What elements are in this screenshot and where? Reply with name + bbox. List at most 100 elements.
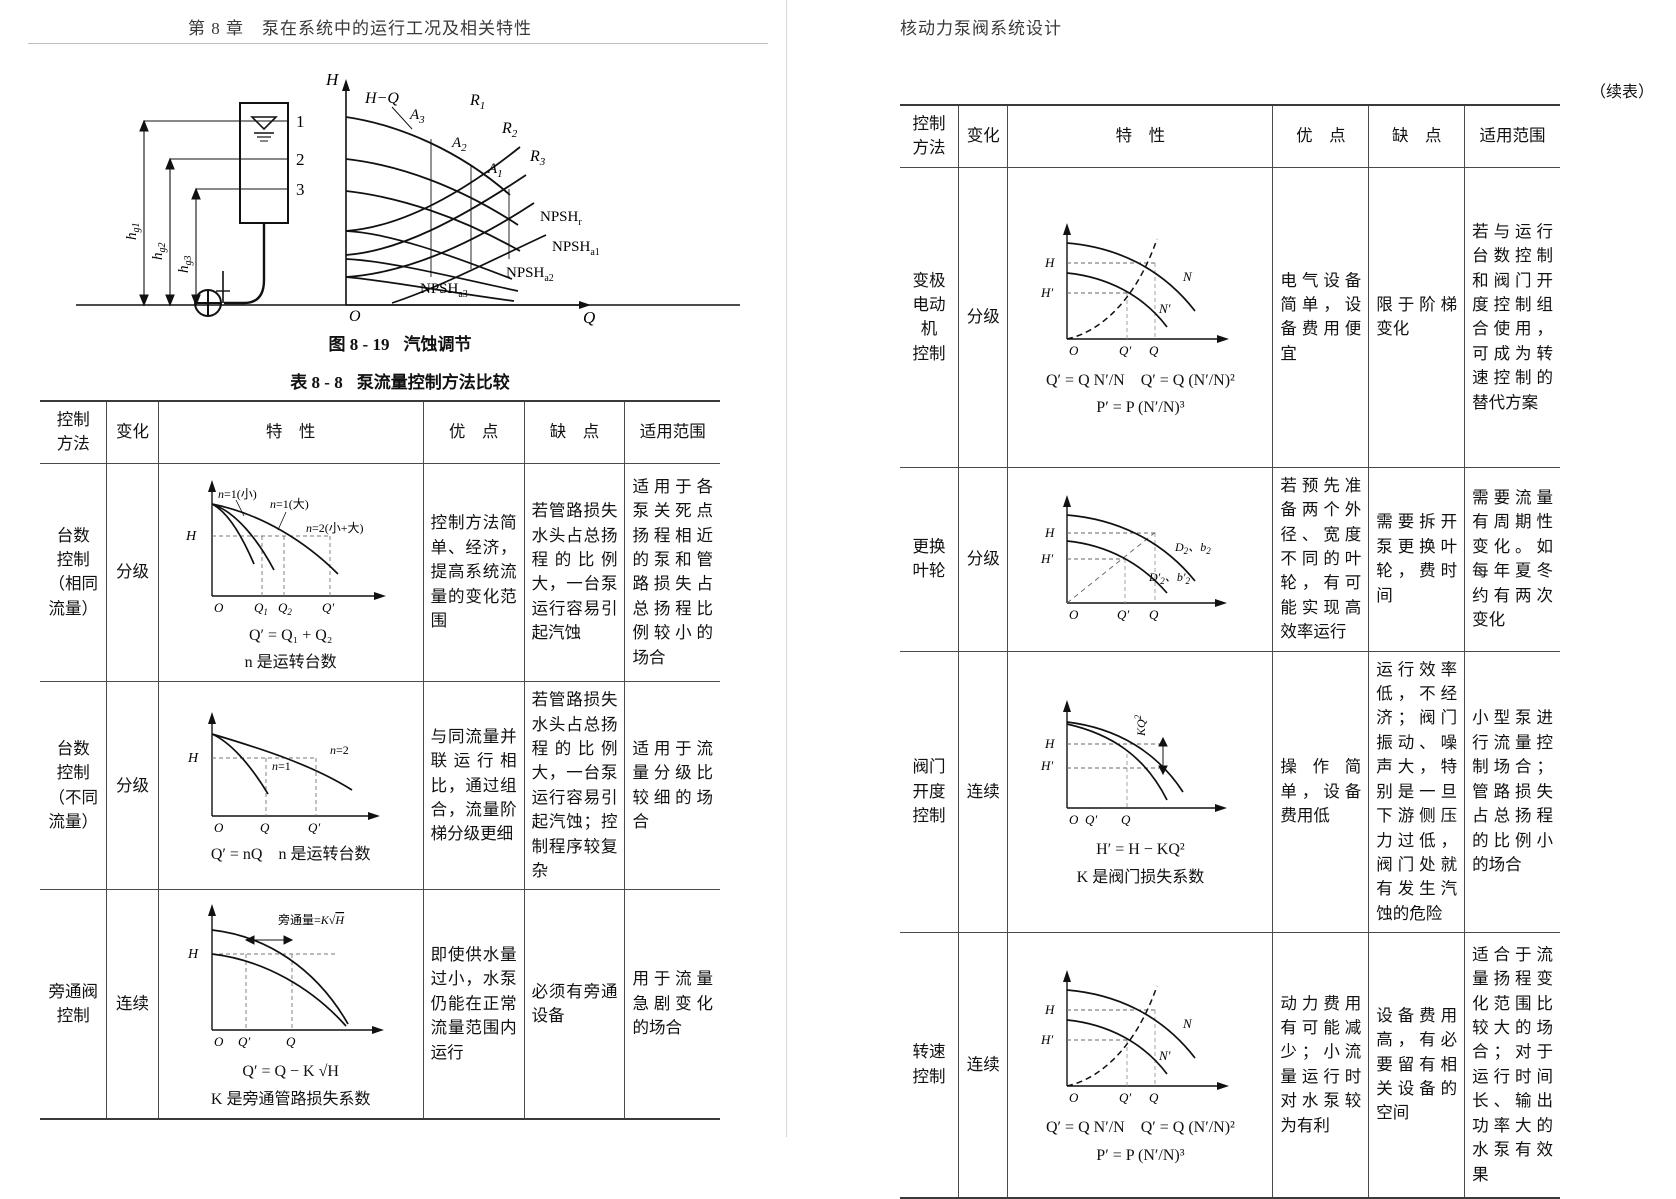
cell-scope: 需要流量有周期性变化。如每年夏冬约有两次变化 [1464, 466, 1560, 652]
header-method: 控制方法 [900, 103, 960, 168]
x-tick-Q: Q [286, 1034, 296, 1049]
figure-8-19: 1 2 3 hg1 hg2 hg3 [40, 55, 740, 330]
curve-label-N: N [1182, 1016, 1193, 1031]
cell-feature: O H H′ Q′ Q KQ2 H′ = H − KQ² [1007, 650, 1274, 934]
hg1-label: hg1 [124, 223, 142, 241]
cell-feature: O H Q1 Q2 Q′ n=1(小) n=1(大) n=2(小+大) [157, 462, 424, 683]
left-page: 第 8 章 泵在系统中的运行工况及相关特性 1 2 3 [0, 0, 800, 1137]
formula-power: P′ = P (N′/N)³ [1096, 1146, 1185, 1164]
chart-stage-count-diff-flow: O H Q Q′ n=1 n=2 [187, 712, 380, 835]
table-row: 旁通阀 控制 连续 O H Q′ Q [40, 889, 720, 1120]
cell-con: 若管路损失水头占总扬程的比例大，一台泵运行容易引起汽蚀 [523, 462, 626, 683]
figure-caption-title: 汽蚀调节 [403, 335, 472, 354]
header-feature: 特 性 [1007, 103, 1274, 168]
curve-label-n2: n=2 [330, 743, 349, 757]
right-page-header: 核动力泵阀系统设计 [900, 19, 1062, 38]
header-scope: 适用范围 [1464, 103, 1560, 168]
x-tick-Qp: Q′ [1119, 1090, 1131, 1105]
y-tick-H: H [1044, 255, 1055, 270]
cell-pro: 操作简单，设备费用低 [1272, 650, 1370, 934]
axis-x-label: Q [583, 308, 595, 327]
cell-change: 分级 [106, 681, 159, 891]
curve-label-N: N [1182, 269, 1193, 284]
x-tick-Q: Q [1149, 607, 1159, 622]
chart-pole-change-motor: O H H′ Q′ Q N N′ [1040, 222, 1230, 358]
header-change: 变化 [958, 103, 1009, 168]
r3-label: R3 [529, 148, 546, 168]
cell-change: 分级 [106, 462, 159, 683]
y-tick-Hp: H′ [1040, 551, 1053, 566]
tank-level-2: 2 [296, 150, 305, 169]
x-tick-Q: Q [1121, 812, 1131, 827]
cell-pro: 动力费用有可能减少；小流量运行时对水泵较为有利 [1272, 932, 1370, 1199]
tank-level-3: 3 [296, 180, 305, 199]
npsh-a1-label: NPSHa1 [552, 239, 600, 258]
formula-q-linear: Q′ = Q N′/N Q′ = Q (N′/N)² [1046, 371, 1235, 389]
x-tick-Q1: Q1 [254, 600, 268, 617]
cell-feature: O H H′ Q′ Q N N′ Q′ = Q N′/N Q′ = Q [1007, 932, 1274, 1199]
formula-1: Q′ = nQ n 是运转台数 [210, 846, 371, 864]
figure-caption-number: 图 8 - 19 [328, 335, 390, 354]
header-pro: 优 点 [1272, 103, 1370, 168]
table-caption-title: 泵流量控制方法比较 [356, 373, 510, 392]
right-page: 核动力泵阀系统设计 （续表） 控制方法 变化 特 性 优 点 缺 点 适用范围 … [860, 0, 1676, 1199]
origin-label: O [1069, 812, 1079, 827]
chart-impeller-replacement: O H H′ Q′ Q D2、b2 D′2、b′2 [1040, 495, 1228, 622]
header-method: 控制方法 [40, 399, 108, 464]
curve-label-n1: n=1 [272, 759, 291, 773]
table-row: 变极 电动机 控制 分级 O H H′ Q′ [900, 166, 1560, 468]
header-change: 变化 [106, 399, 159, 464]
x-tick-Qp: Q′ [238, 1034, 250, 1049]
header-con: 缺 点 [523, 399, 626, 464]
x-tick-Qp: Q′ [322, 600, 334, 615]
hq-curve-label: H−Q [364, 90, 399, 107]
curve-label-Np: N′ [1158, 301, 1171, 316]
curve-label-n2: n=2(小+大) [306, 521, 364, 535]
cell-change: 分级 [958, 166, 1009, 468]
cell-con: 限于阶梯变化 [1368, 166, 1466, 468]
x-tick-Qp: Q′ [1119, 343, 1131, 358]
left-page-header: 第 8 章 泵在系统中的运行工况及相关特性 [188, 19, 532, 38]
annotation-KQ2: KQ2 [1133, 715, 1148, 738]
cell-method: 变极 电动机 控制 [900, 166, 960, 468]
cell-con: 设备费用高，有必要留有相关设备的空间 [1368, 932, 1466, 1199]
cell-change: 分级 [958, 466, 1009, 652]
x-tick-Qp: Q′ [1085, 812, 1097, 827]
formula-1: Q′ = Q − K √H [242, 1063, 339, 1081]
cell-feature: O H Q′ Q 旁通量=K√H Q′ = Q − K √H K [157, 889, 424, 1120]
cell-scope: 小型泵进行流量控制场合；管路损失占总扬程的比例小的场合 [1464, 650, 1560, 934]
y-tick-H: H [1044, 1002, 1055, 1017]
cell-scope: 若与运行台数控制和阀门开度控制组合使用，可成为转速控制的替代方案 [1464, 166, 1560, 468]
cell-feature: O H Q Q′ n=1 n=2 Q′ = nQ n 是运转台数 [157, 681, 424, 891]
origin-label: O [214, 600, 224, 615]
cell-scope: 适用于各泵关死点扬程相近的泵和管路损失占总扬程比例较小的场合 [624, 462, 720, 683]
cell-pro: 与同流量并联运行相比，通过组合，流量阶梯分级更细 [422, 681, 525, 891]
cell-method: 旁通阀 控制 [40, 889, 108, 1120]
cell-method: 转速 控制 [900, 932, 960, 1199]
tank-level-1: 1 [296, 112, 305, 131]
y-tick-Hp: H′ [1040, 285, 1053, 300]
origin-label: O [1069, 607, 1079, 622]
x-tick-Q: Q [1149, 1090, 1159, 1105]
chart-bypass-valve: O H Q′ Q 旁通量=K√H [187, 904, 384, 1049]
y-tick-H: H [187, 947, 199, 962]
hg3-label: hg3 [176, 256, 194, 274]
a2-label: A2 [451, 135, 467, 154]
y-tick-H: H [187, 751, 199, 766]
chart-stage-count-same-flow: O H Q1 Q2 Q′ n=1(小) n=1(大) n=2(小+大) [185, 479, 386, 617]
table-header-row: 控制方法 变化 特 性 优 点 缺 点 适用范围 [40, 399, 720, 464]
cell-con: 需要拆开泵更换叶轮，费时间 [1368, 466, 1466, 652]
cell-pro: 若预先准备两个外径、宽度不同的叶轮，有可能实现高效率运行 [1272, 466, 1370, 652]
origin-label: O [349, 308, 361, 325]
x-tick-Qp: Q′ [308, 820, 320, 835]
formula-1: Q′ = Q₁ + Q₂ [248, 626, 333, 644]
cell-pro: 电气设备简单，设备费用便宜 [1272, 166, 1370, 468]
header-rule [28, 43, 768, 44]
cell-scope: 适用于流量分级比较细的场合 [624, 681, 720, 891]
cell-change: 连续 [958, 932, 1009, 1199]
cell-scope: 用于流量急剧变化的场合 [624, 889, 720, 1120]
cell-feature: O H H′ Q′ Q N N′ Q′ = Q N′/N Q′ = Q [1007, 166, 1274, 468]
cell-con: 必须有旁通设备 [523, 889, 626, 1120]
cell-scope: 适合于流量扬程变化范围比较大的场合；对于运行时间长、输出功率大的水泵有效果 [1464, 932, 1560, 1199]
cell-method: 台数 控制 （不同 流量） [40, 681, 108, 891]
